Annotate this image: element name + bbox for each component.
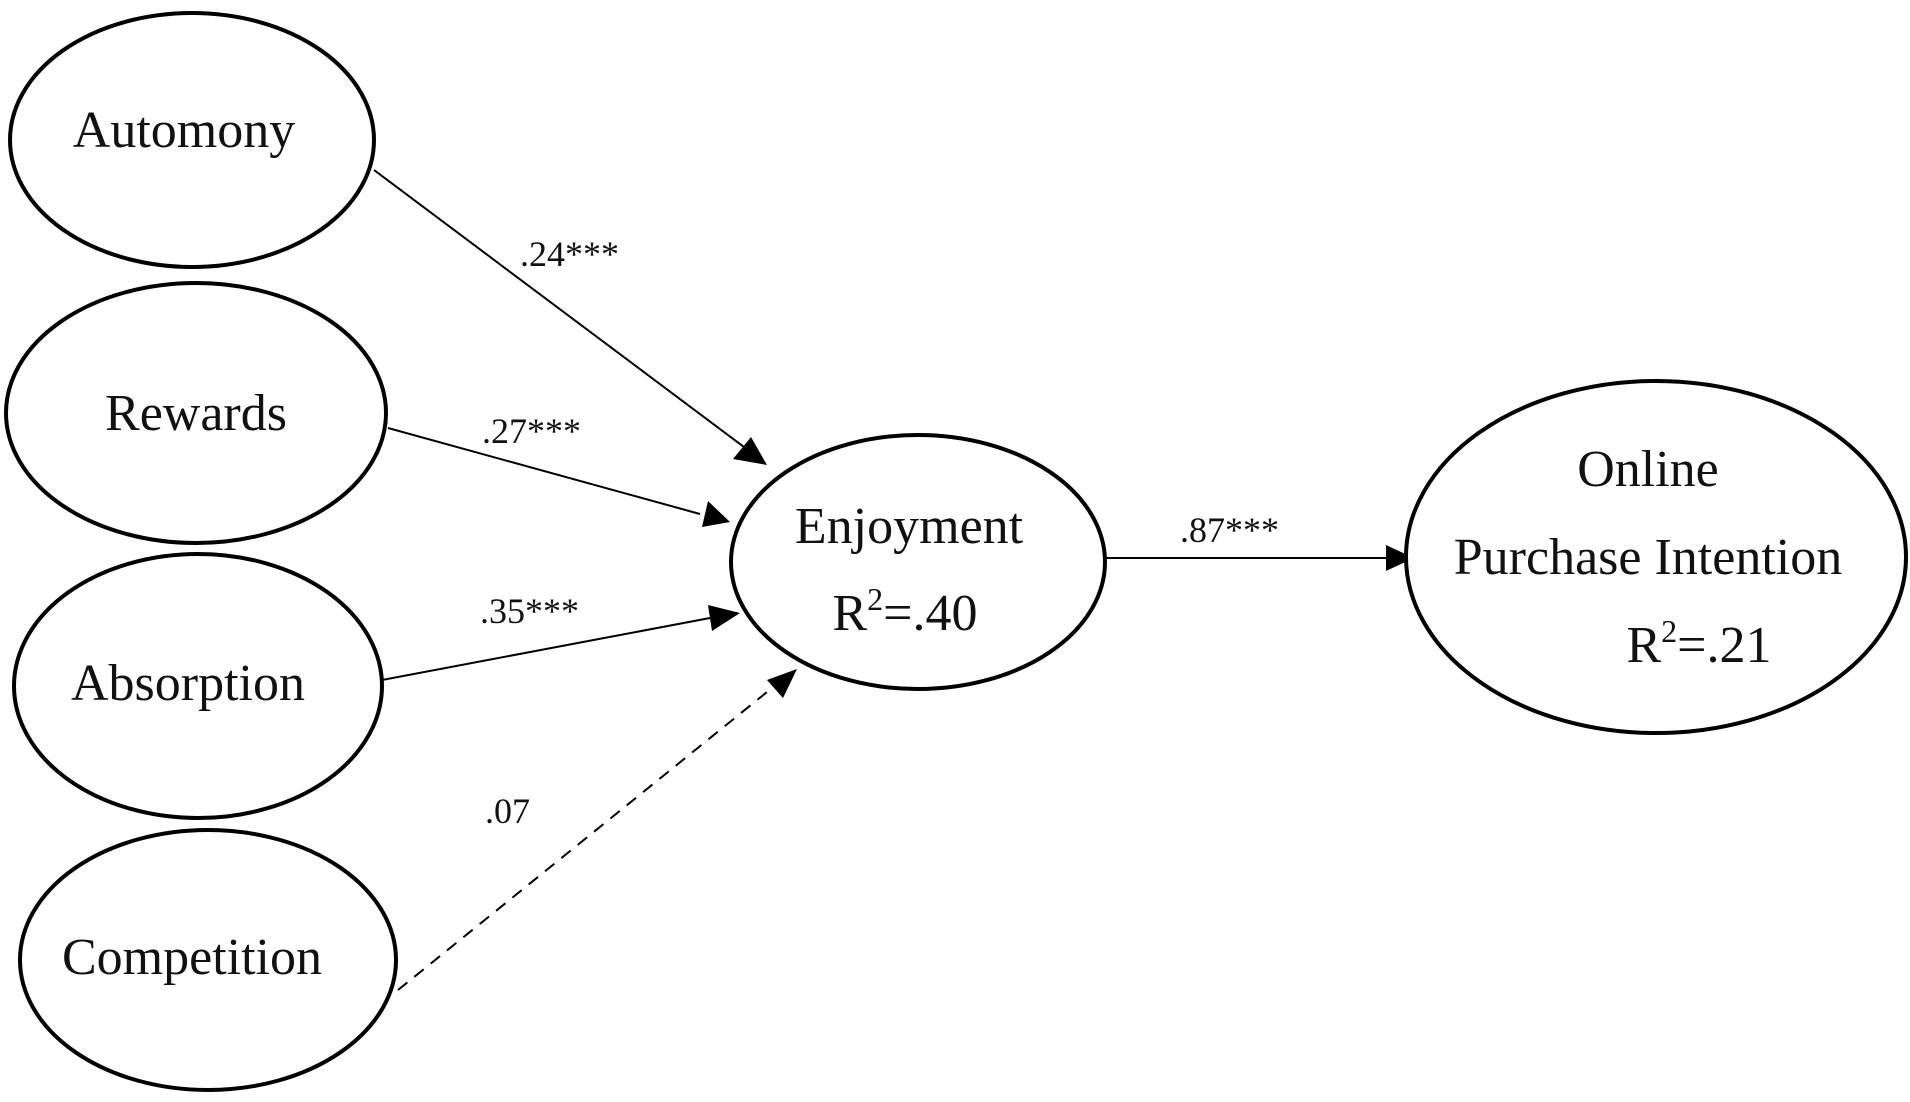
enjoyment-r2-sup: 2 xyxy=(867,581,883,617)
automony-ellipse xyxy=(8,11,376,269)
purchase-intention-ellipse xyxy=(1404,379,1908,735)
competition-label: Competition xyxy=(62,929,322,986)
absorption-label: Absorption xyxy=(71,655,305,712)
arrowhead-absorption-enjoyment xyxy=(708,605,740,631)
path-rewards-enjoyment xyxy=(387,427,701,515)
coefficients-group: .24*** .27*** .35*** .07 .87*** xyxy=(480,234,1279,831)
purchase-intention-label-line2: Purchase Intention xyxy=(1454,529,1842,586)
arrowhead-enjoyment-purchase xyxy=(1386,545,1414,571)
coef-rewards-enjoyment: .27*** xyxy=(482,411,581,451)
path-absorption-enjoyment xyxy=(381,617,711,681)
competition-ellipse xyxy=(18,828,398,1092)
arrowhead-competition-enjoyment xyxy=(767,669,797,698)
node-enjoyment: Enjoyment R2=.40 xyxy=(729,433,1107,691)
rewards-ellipse xyxy=(4,281,388,545)
node-automony: Automony xyxy=(8,11,376,269)
node-competition: Competition xyxy=(18,828,398,1092)
arrowhead-automony-enjoyment xyxy=(733,437,767,465)
node-rewards: Rewards xyxy=(4,281,388,545)
enjoyment-r2-prefix: R xyxy=(832,585,867,642)
rewards-label: Rewards xyxy=(105,385,287,442)
paths-group xyxy=(373,169,1414,991)
purchase-intention-r2-prefix: R xyxy=(1626,617,1661,674)
purchase-intention-label-line1: Online xyxy=(1577,441,1719,498)
absorption-ellipse xyxy=(12,552,384,820)
coef-enjoyment-purchase: .87*** xyxy=(1180,510,1279,550)
purchase-intention-r2-sup: 2 xyxy=(1661,613,1677,649)
node-online-purchase-intention: Online Purchase Intention R2=.21 xyxy=(1404,379,1908,735)
purchase-intention-r2-value: =.21 xyxy=(1677,617,1771,674)
enjoyment-r2: R2=.40 xyxy=(832,581,977,642)
coef-automony-enjoyment: .24*** xyxy=(520,234,619,274)
coef-absorption-enjoyment: .35*** xyxy=(480,591,579,631)
coef-competition-enjoyment: .07 xyxy=(485,791,530,831)
node-absorption: Absorption xyxy=(12,552,384,820)
arrowhead-rewards-enjoyment xyxy=(702,501,730,527)
path-automony-enjoyment xyxy=(373,169,765,463)
enjoyment-r2-value: =.40 xyxy=(883,585,977,642)
automony-label: Automony xyxy=(73,102,295,159)
enjoyment-label: Enjoyment xyxy=(795,498,1024,555)
enjoyment-ellipse xyxy=(729,433,1107,691)
purchase-intention-r2: R2=.21 xyxy=(1626,613,1771,674)
path-competition-enjoyment xyxy=(397,687,773,991)
